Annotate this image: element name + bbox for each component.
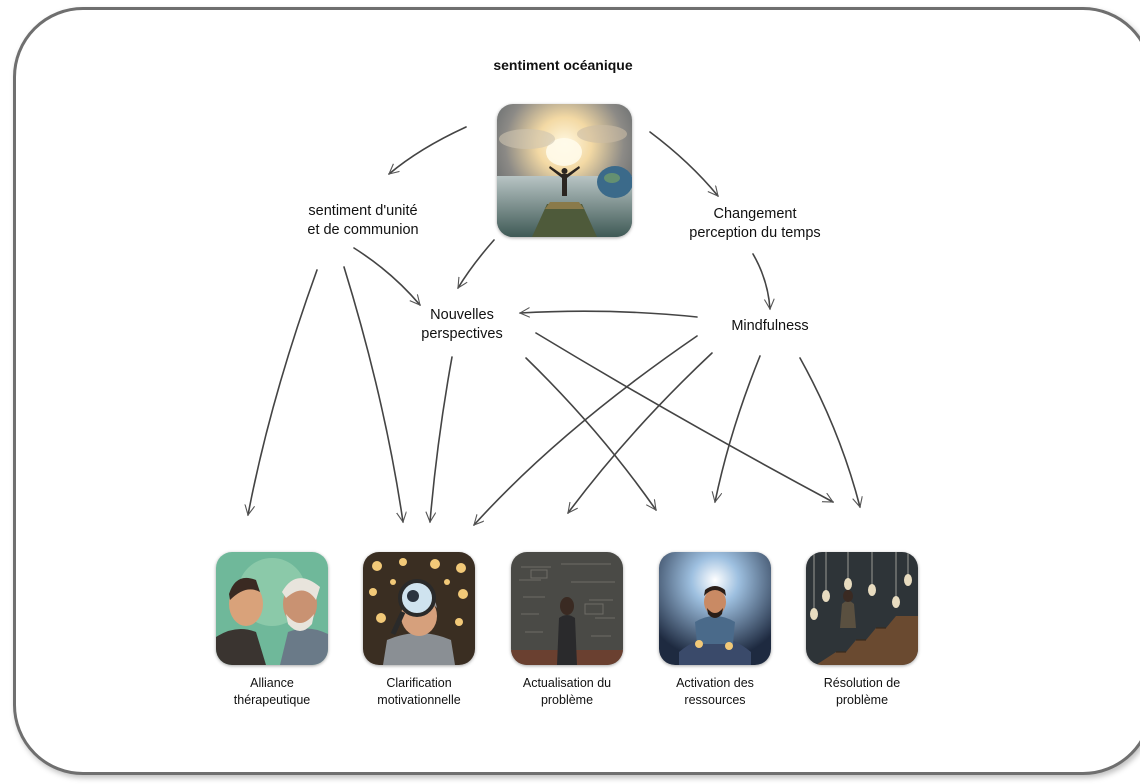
- arrow-mindfulness-to-activation: [715, 355, 761, 502]
- outcome-label-activation: Activation des ressources: [676, 676, 754, 707]
- image-actualisation: [511, 552, 623, 665]
- arrow-perspectives-to-resolution: [535, 332, 833, 503]
- node-perspectives: Nouvelles perspectives: [421, 307, 503, 342]
- arrow-mindfulness-to-clarification: [474, 335, 698, 525]
- outcome-label-alliance: Alliance thérapeutique: [233, 676, 311, 707]
- image-alliance: [216, 552, 328, 665]
- node-mindfulness: Mindfulness: [731, 318, 809, 334]
- outcome-label-actualisation: Actualisation du problème: [522, 676, 612, 707]
- outcome-label-clarification: Clarification motivationnelle: [377, 676, 461, 707]
- arrow-unite-to-clarification: [343, 266, 403, 522]
- arrow-mindfulness-to-resolution: [799, 357, 860, 507]
- arrow-image-to-temps: [649, 131, 719, 196]
- arrow-image-to-unite: [389, 126, 467, 175]
- arrow-unite-to-alliance: [248, 269, 318, 515]
- arrow-perspectives-to-clarification: [430, 356, 453, 522]
- node-temps: Changement perception du temps: [689, 206, 821, 241]
- image-resolution: [806, 552, 918, 665]
- image-activation: [659, 552, 771, 665]
- diagram-title: sentiment océanique: [493, 57, 633, 73]
- outcome-label-resolution: Résolution de problème: [823, 676, 901, 707]
- image-clarification: [363, 552, 475, 665]
- node-unite: sentiment d'unité et de communion: [307, 203, 419, 238]
- arrow-unite-to-perspectives: [353, 247, 421, 305]
- central-image: [497, 104, 632, 237]
- arrow-mindfulness-to-actualisation: [567, 352, 713, 513]
- arrow-temps-to-mindfulness: [752, 253, 770, 309]
- arrow-image-to-perspectives: [457, 239, 495, 288]
- arrow-mindfulness-to-perspectives: [520, 311, 698, 317]
- arrow-perspectives-to-activation: [525, 357, 657, 510]
